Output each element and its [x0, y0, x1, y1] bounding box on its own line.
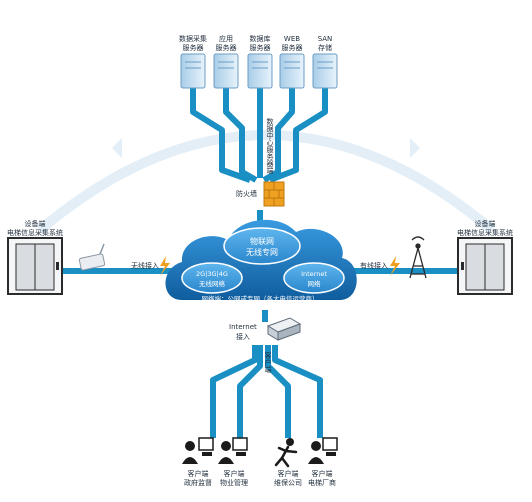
left-device-label-line1: 设备端 [25, 219, 46, 228]
mobile-bubble [181, 262, 243, 294]
server-label-3-line2: 服务器 [250, 43, 271, 52]
right-device-label-line1: 设备端 [475, 219, 496, 228]
database-server-icon [247, 53, 273, 89]
cloud-network: 物联网 无线专网 2G|3G|4G 无线网络 Internet 网络 网络端：公… [165, 219, 357, 303]
left-device-label-line2: 电梯信息采集系统 [7, 228, 63, 237]
server-label-4-line2: 服务器 [282, 43, 303, 52]
client-label-4-line2: 电梯厂商 [308, 478, 336, 487]
client-property-icon [218, 437, 248, 464]
san-storage-icon [312, 53, 338, 89]
server-label-5-line2: 存储 [318, 43, 332, 52]
client-label-3-line2: 维保公司 [274, 478, 302, 487]
client-label-1-line1: 客户端 [188, 469, 209, 478]
client-links [210, 310, 323, 438]
arc-arrow-left [112, 138, 122, 158]
iot-label-line1: 物联网 [250, 236, 274, 246]
client-label-2-line2: 物业管理 [220, 478, 248, 487]
client-maintenance-icon [274, 438, 298, 468]
iot-label-line2: 无线专网 [246, 247, 278, 257]
client-label-2-line1: 客户端 [224, 469, 245, 478]
mobile-label-line1: 2G|3G|4G [196, 270, 228, 278]
iot-bubble [223, 227, 301, 265]
web-server-icon [279, 53, 305, 89]
server-labels: 数据采集 服务器 应用 服务器 数据库 服务器 WEB 服务器 SAN 存储 [179, 34, 332, 52]
client-labels: 客户端 政府监督 客户端 物业管理 客户端 维保公司 客户端 电梯厂商 [184, 469, 336, 487]
firewall-icon [263, 181, 285, 207]
server-label-1-line2: 服务器 [183, 43, 204, 52]
server-label-1-line1: 数据采集 [179, 34, 207, 43]
left-lightning-icon [160, 256, 170, 276]
network-side-label: 网络端：公网或专网（各大电信运营商） [202, 294, 319, 303]
client-side-label: 客户端 [264, 351, 272, 374]
client-label-3-line1: 客户端 [278, 469, 299, 478]
server-label-2-line1: 应用 [219, 34, 233, 43]
server-label-2-line2: 服务器 [216, 43, 237, 52]
router-icon [266, 317, 302, 341]
mobile-label-line2: 无线网络 [199, 279, 226, 288]
app-server-icon [213, 53, 239, 89]
client-label-1-line2: 政府监督 [184, 478, 212, 487]
server-group [180, 53, 338, 89]
data-collection-server-icon [180, 53, 206, 89]
server-uplinks [190, 88, 328, 228]
right-device-label-line2: 电梯信息采集系统 [457, 228, 513, 237]
right-elevator-icon [457, 237, 513, 295]
internet-label-line1: Internet [301, 270, 327, 278]
client-government-icon [182, 437, 214, 464]
firewall-label: 防火墙 [236, 189, 257, 198]
internet-bubble [283, 262, 345, 294]
client-label-4-line1: 客户端 [312, 469, 333, 478]
internet-access-label-line2: 接入 [236, 332, 250, 341]
right-lightning-icon [390, 256, 400, 276]
wireless-module-icon [78, 243, 106, 271]
left-elevator-icon [7, 237, 63, 295]
data-center-label: 数据中心服务器端 [266, 117, 274, 175]
wired-access-label: 有线接入 [360, 261, 388, 270]
server-label-5-line1: SAN [318, 35, 333, 43]
client-manufacturer-icon [308, 437, 338, 464]
arc-arrow-right [410, 138, 420, 158]
server-label-3-line1: 数据库 [250, 34, 271, 43]
internet-label-line2: 网络 [308, 279, 322, 288]
antenna-tower-icon [409, 236, 427, 279]
wireless-access-label: 无线接入 [131, 261, 159, 270]
server-label-4-line1: WEB [284, 35, 300, 43]
background-arc [36, 130, 496, 234]
internet-access-label-line1: Internet [229, 323, 257, 331]
